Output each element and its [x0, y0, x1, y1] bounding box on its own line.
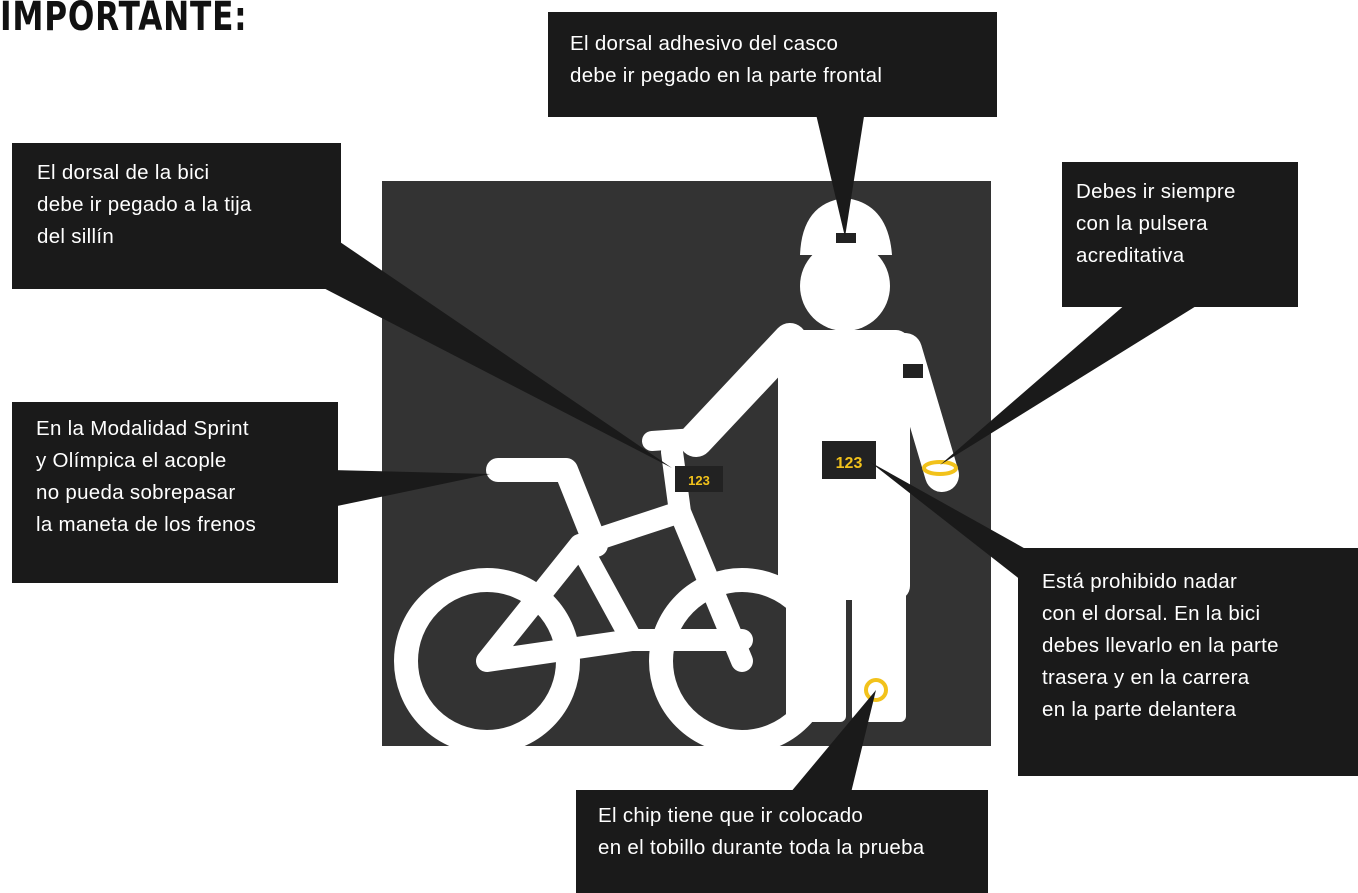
- callout-line: acreditativa: [1076, 240, 1298, 272]
- callout-line: debes llevarlo en la parte: [1042, 630, 1358, 662]
- callout-line: en la parte delantera: [1042, 694, 1358, 726]
- callout-casco: El dorsal adhesivo del casco debe ir peg…: [548, 12, 997, 117]
- callout-line: y Olímpica el acople: [36, 445, 338, 477]
- callout-pulsera: Debes ir siempre con la pulsera acredita…: [1062, 162, 1298, 307]
- callout-acople: En la Modalidad Sprint y Olímpica el aco…: [12, 402, 338, 583]
- callout-line: la maneta de los frenos: [36, 509, 338, 541]
- arm-bib: [903, 364, 923, 378]
- callout-dorsal: Está prohibido nadar con el dorsal. En l…: [1018, 548, 1358, 776]
- callout-line: con el dorsal. En la bici: [1042, 598, 1358, 630]
- callout-line: del sillín: [37, 221, 341, 253]
- callout-line: debe ir pegado a la tija: [37, 189, 341, 221]
- callout-line: no pueda sobrepasar: [36, 477, 338, 509]
- callout-line: Está prohibido nadar: [1042, 566, 1358, 598]
- callout-line: Debes ir siempre: [1076, 176, 1298, 208]
- callout-bici: El dorsal de la bici debe ir pegado a la…: [12, 143, 341, 289]
- callout-line: En la Modalidad Sprint: [36, 413, 338, 445]
- callout-chip: El chip tiene que ir colocado en el tobi…: [576, 790, 988, 893]
- callout-line: con la pulsera: [1076, 208, 1298, 240]
- callout-line: El dorsal de la bici: [37, 157, 341, 189]
- body-bib-label: 123: [836, 455, 863, 472]
- callout-line: debe ir pegado en la parte frontal: [570, 60, 997, 92]
- bike-bib-label: 123: [688, 473, 710, 488]
- callout-line: en el tobillo durante toda la prueba: [598, 832, 988, 864]
- callout-line: El chip tiene que ir colocado: [598, 800, 988, 832]
- helmet-bib: [836, 233, 856, 243]
- callout-line: trasera y en la carrera: [1042, 662, 1358, 694]
- left-leg: [786, 560, 846, 722]
- callout-line: El dorsal adhesivo del casco: [570, 28, 997, 60]
